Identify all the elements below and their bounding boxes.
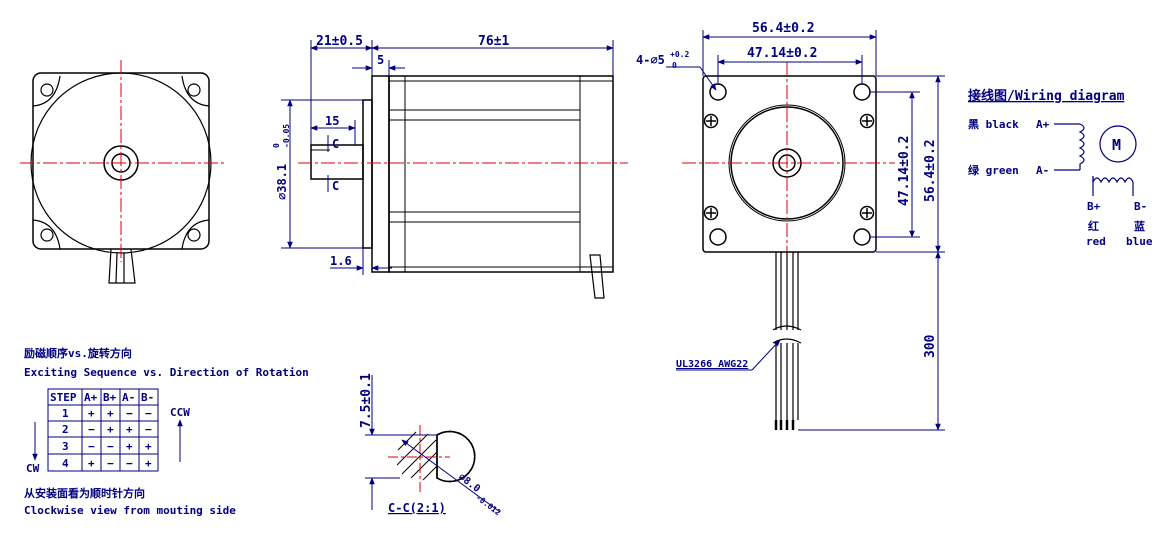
rear-view: [702, 75, 877, 253]
holes-dim: 4-⌀5: [636, 53, 665, 67]
cell: +: [88, 457, 95, 470]
screw-icon: [859, 113, 875, 129]
footnote-cn: 从安装面看为顺时针方向: [24, 486, 145, 500]
cell: +: [145, 440, 152, 453]
hdr-a-minus: A-: [122, 391, 135, 404]
cw-label: CW: [26, 462, 40, 475]
cell: +: [126, 423, 133, 436]
section-label: C-C(2:1): [388, 501, 446, 515]
front-leads: [108, 248, 136, 284]
screw-icon: [859, 205, 875, 221]
front-centerlines: [20, 60, 225, 262]
holes-tol-top: +0.2: [670, 50, 689, 59]
cell: +: [107, 407, 114, 420]
hole-pitch-dim: 47.14±0.2: [747, 46, 817, 61]
rear-dimensions: [666, 30, 945, 431]
red-label: red: [1086, 235, 1106, 248]
cell: 3: [62, 440, 69, 453]
b-minus-label: B-: [1134, 200, 1147, 213]
holes-tol-bottom: 0: [672, 61, 677, 70]
a-minus-label: A-: [1036, 164, 1049, 177]
lead-length-dim: 300: [923, 334, 938, 358]
boss-tol-top: 0: [272, 143, 281, 148]
body-length-dim: 76±1: [478, 34, 509, 49]
vertical-outer-dim: 56.4±0.2: [923, 139, 938, 202]
sequence-table: [32, 388, 183, 472]
hdr-b-plus: B+: [103, 391, 117, 404]
footnote-en: Clockwise view from mouting side: [24, 504, 236, 517]
blue-cn-label: 蓝: [1134, 219, 1145, 233]
shaft-tolerance: -0.012: [474, 493, 503, 518]
cell: −: [107, 440, 114, 453]
sequence-section: 励磁顺序vs.旋转方向 Exciting Sequence vs. Direct…: [24, 346, 309, 517]
cell: 1: [62, 407, 69, 420]
sequence-table-text: STEP A+ B+ A- B- 1 + + − − 2 − + + − 3 −…: [50, 391, 154, 470]
wiring-title: 接线图/Wiring diagram: [968, 88, 1125, 104]
boss-diameter-dim: ⌀38.1: [275, 164, 289, 200]
wire-spec: UL3266 AWG22: [676, 359, 748, 370]
cell: −: [126, 457, 133, 470]
cell: −: [107, 457, 114, 470]
cell: +: [88, 407, 95, 420]
b-plus-label: B+: [1087, 200, 1101, 213]
cell: −: [126, 407, 133, 420]
mounting-holes: [32, 75, 210, 250]
vertical-pitch-dim: 47.14±0.2: [897, 136, 912, 206]
rear-leads: [772, 252, 802, 430]
rear-dimension-text: 56.4±0.2 47.14±0.2 4-⌀5 +0.2 0 47.14±0.2…: [636, 21, 938, 370]
shaft-extension-dim: 21±0.5: [316, 34, 363, 49]
hdr-b-minus: B-: [141, 391, 154, 404]
hdr-a-plus: A+: [84, 391, 98, 404]
section-view: 7.5±0.1 ⌀8.0 -0.012 C-C(2:1): [359, 373, 503, 518]
ccw-label: CCW: [170, 406, 190, 419]
boss-tol-bottom: -0.05: [282, 124, 291, 148]
sequence-title-en: Exciting Sequence vs. Direction of Rotat…: [24, 366, 309, 379]
flat-height-dim: 7.5±0.1: [359, 373, 374, 428]
cell: 4: [62, 457, 69, 470]
outer-width-dim: 56.4±0.2: [752, 21, 815, 36]
shaft-diameter-dim: ⌀8.0: [456, 472, 482, 495]
front-view: [20, 60, 225, 284]
side-dimension-text: 21±0.5 76±1 5 15 C C ⌀38.1 0 -0.05 1.6: [272, 34, 509, 268]
cell: +: [126, 440, 133, 453]
green-label: 绿 green: [968, 163, 1019, 177]
sequence-title-cn: 励磁顺序vs.旋转方向: [24, 346, 132, 360]
screw-icon: [703, 113, 719, 129]
side-dimensions: [281, 40, 614, 275]
red-cn-label: 红: [1088, 219, 1099, 233]
cell: −: [88, 423, 95, 436]
wiring-diagram: 接线图/Wiring diagram 黑 black A+ 绿 green A-…: [968, 88, 1153, 248]
hdr-step: STEP: [50, 391, 77, 404]
flange-thickness-dim: 1.6: [330, 254, 352, 268]
rear-centerlines: [682, 62, 895, 268]
a-plus-label: A+: [1036, 118, 1050, 131]
screw-icon: [703, 205, 719, 221]
black-label: 黑 black: [968, 118, 1019, 131]
flat-length-dim: 15: [325, 114, 339, 128]
side-view: [310, 75, 614, 299]
cell: −: [88, 440, 95, 453]
motor-symbol: M: [1112, 136, 1121, 154]
cell: −: [145, 423, 152, 436]
cell: 2: [62, 423, 69, 436]
section-mark-top: C: [332, 137, 339, 151]
section-mark-bottom: C: [332, 179, 339, 193]
motor-icon: [1099, 125, 1137, 163]
blue-label: blue: [1126, 235, 1153, 248]
boss-length-dim: 5: [377, 53, 384, 67]
cell: +: [107, 423, 114, 436]
cell: −: [145, 407, 152, 420]
cell: +: [145, 457, 152, 470]
